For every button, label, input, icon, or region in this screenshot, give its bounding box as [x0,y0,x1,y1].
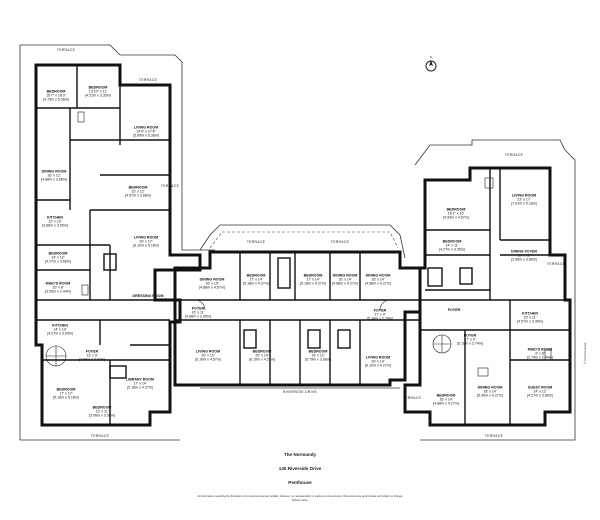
compass-label: N [429,55,433,59]
unit-name: Penthouse [288,480,312,485]
terrace-label: TERRACE [402,396,422,400]
east-wing [403,139,576,441]
terrace-label: TERRACE [504,153,524,157]
compass-icon [425,60,437,72]
building-name: The Normandy [283,452,317,457]
terrace-label: TERRACE [56,48,76,52]
terrace-label: TERRACE [90,434,110,438]
terrace-label: TERRACE [484,434,504,438]
address: 140 Riverside Drive [278,466,322,471]
west-wing [19,44,215,441]
room-label: DRESSING ROOM [132,293,164,298]
terrace-label: TERRACE [546,262,566,266]
copyright: © Corcoran Group [584,342,587,364]
disclaimer: All information regarding the floorplan … [197,495,403,502]
terrace-label: TERRACE [246,240,266,244]
terrace-label: TERRACE [160,184,180,188]
terrace-label: TERRACE [138,78,158,82]
room-label: FOYER [447,307,461,312]
terrace-label: TERRACE [330,240,350,244]
street-label: RIVERSIDE DRIVE [282,390,318,394]
